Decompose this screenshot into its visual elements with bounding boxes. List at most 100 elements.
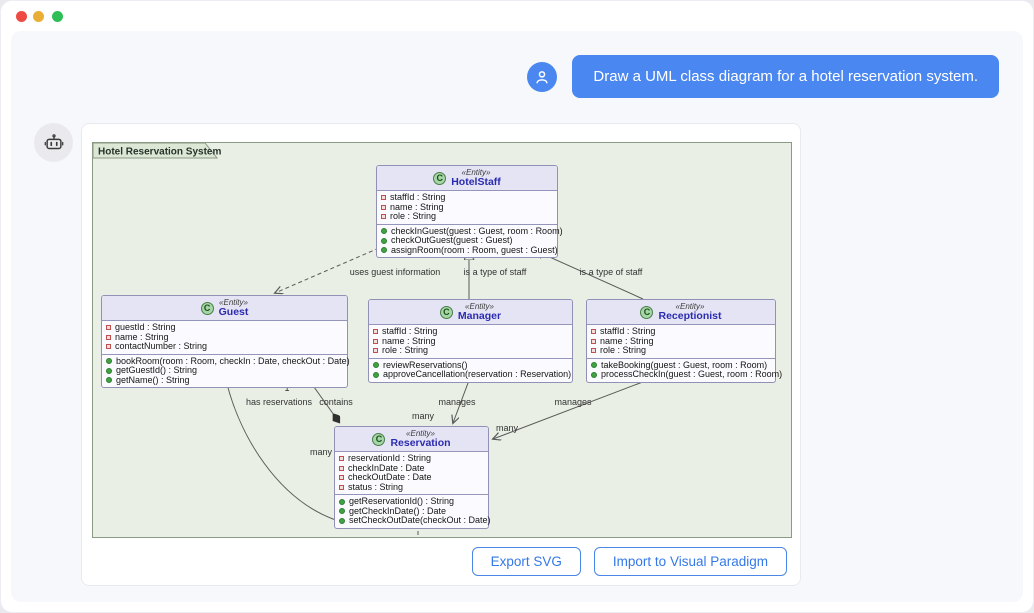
method-row: processCheckIn(guest : Guest, room : Roo… xyxy=(591,369,782,380)
method-row: reviewReservations() xyxy=(373,360,568,371)
class-stereotype: «Entity» xyxy=(675,302,705,311)
attribute-row: name : String xyxy=(106,332,343,343)
class-name: Manager xyxy=(457,310,502,322)
multiplicity-label: 1 xyxy=(284,383,289,393)
close-button[interactable] xyxy=(16,11,27,22)
method-row: checkInGuest(guest : Guest, room : Room) xyxy=(381,226,563,237)
class-header: C «Entity» Receptionist xyxy=(587,300,775,325)
private-attribute-icon xyxy=(106,344,111,350)
attribute-row: name : String xyxy=(381,202,553,213)
attribute-row: role : String xyxy=(373,345,568,356)
attribute-row: staffId : String xyxy=(381,192,553,203)
user-message-bubble: Draw a UML class diagram for a hotel res… xyxy=(572,55,999,98)
diagram-actions: Export SVG Import to Visual Paradigm xyxy=(471,547,787,576)
class-header: C «Entity» HotelStaff xyxy=(377,166,557,191)
class-icon: C xyxy=(433,171,447,185)
class-name: HotelStaff xyxy=(451,176,501,188)
private-attribute-icon xyxy=(591,338,596,344)
user-message-row: Draw a UML class diagram for a hotel res… xyxy=(527,55,999,98)
private-attribute-icon xyxy=(591,348,596,354)
edge-association-manages-receptionist xyxy=(493,374,662,439)
private-attribute-icon xyxy=(373,338,378,344)
class-reservation: C «Entity» Reservation reservationId : S… xyxy=(334,426,491,529)
edge-association-manages-manager xyxy=(453,374,472,423)
class-icon: C xyxy=(439,305,453,319)
multiplicity-label: many xyxy=(310,447,333,457)
class-header: C «Entity» Reservation xyxy=(335,427,488,452)
method-row: setCheckOutDate(checkOut : Date) xyxy=(339,515,491,526)
multiplicity-label: many xyxy=(496,423,519,433)
class-name: Reservation xyxy=(390,437,451,449)
multiplicity-label: many xyxy=(412,411,435,421)
class-stereotype: «Entity» xyxy=(219,298,248,307)
user-icon xyxy=(536,70,549,83)
class-name: Guest xyxy=(218,306,249,318)
class-guest: C «Entity» Guest guestId : String name :… xyxy=(101,295,350,388)
private-attribute-icon xyxy=(381,204,386,210)
method-row: assignRoom(room : Room, guest : Guest) xyxy=(381,245,558,256)
public-method-icon xyxy=(339,517,345,524)
method-row: getGuestId() : String xyxy=(106,365,343,376)
export-svg-button[interactable]: Export SVG xyxy=(471,547,581,576)
class-name: Receptionist xyxy=(658,310,722,322)
public-method-icon xyxy=(373,362,379,369)
edge-dependency-uses-guest-information xyxy=(275,247,380,293)
frame-title-tab xyxy=(93,143,219,159)
main-content: Draw a UML class diagram for a hotel res… xyxy=(11,31,1023,602)
robot-icon xyxy=(44,133,63,149)
attribute-row: role : String xyxy=(591,345,771,356)
attribute-row: contactNumber : String xyxy=(106,341,343,352)
public-method-icon xyxy=(591,371,597,378)
class-icon: C xyxy=(640,305,654,319)
private-attribute-icon xyxy=(106,334,111,340)
edge-generalization-receptionist xyxy=(534,250,644,300)
edge-label: is a type of staff xyxy=(464,267,527,277)
class-manager: C «Entity» Manager staffId : String name… xyxy=(368,299,573,383)
public-method-icon xyxy=(381,237,387,244)
diagram-panel: Hotel Reservation System xyxy=(81,123,801,586)
private-attribute-icon xyxy=(106,325,111,331)
attribute-row: name : String xyxy=(591,336,771,347)
private-attribute-icon xyxy=(339,465,344,471)
public-method-icon xyxy=(373,371,379,378)
edge-label: is a type of staff xyxy=(580,267,643,277)
class-stereotype: «Entity» xyxy=(461,168,491,177)
public-method-icon xyxy=(106,358,112,365)
class-icon: C xyxy=(200,301,214,315)
attribute-row: status : String xyxy=(339,482,484,493)
private-attribute-icon xyxy=(339,456,344,462)
private-attribute-icon xyxy=(339,484,344,490)
edge-label: has reservations xyxy=(246,397,313,407)
maximize-button[interactable] xyxy=(52,11,63,22)
method-row: approveCancellation(reservation : Reserv… xyxy=(373,369,571,380)
public-method-icon xyxy=(381,247,387,254)
minimize-button[interactable] xyxy=(33,11,44,22)
attribute-row: staffId : String xyxy=(373,326,568,337)
edge-label: contains xyxy=(319,397,353,407)
public-method-icon xyxy=(381,228,387,235)
public-method-icon xyxy=(106,377,112,384)
import-visual-paradigm-button[interactable]: Import to Visual Paradigm xyxy=(593,547,787,576)
private-attribute-icon xyxy=(339,475,344,481)
class-hotelstaff: C «Entity» HotelStaff staffId : String n… xyxy=(376,165,563,258)
private-attribute-icon xyxy=(373,329,378,335)
public-method-icon xyxy=(591,362,597,369)
method-row: bookRoom(room : Room, checkIn : Date, ch… xyxy=(106,356,350,367)
class-header: C «Entity» Manager xyxy=(369,300,572,325)
user-avatar xyxy=(527,61,558,92)
private-attribute-icon xyxy=(373,348,378,354)
frame-title: Hotel Reservation System xyxy=(98,147,221,158)
method-row: getName() : String xyxy=(106,375,343,386)
class-stereotype: «Entity» xyxy=(406,429,435,438)
attribute-row: name : String xyxy=(373,336,568,347)
class-stereotype: «Entity» xyxy=(465,302,494,311)
public-method-icon xyxy=(339,508,345,515)
edge-label: uses guest information xyxy=(350,267,441,277)
private-attribute-icon xyxy=(591,329,596,335)
class-receptionist: C «Entity» Receptionist staffId : String… xyxy=(586,299,782,383)
method-row: takeBooking(guest : Guest, room : Room) xyxy=(591,360,771,371)
attribute-row: role : String xyxy=(381,211,553,222)
window-titlebar xyxy=(1,1,1033,31)
uml-frame: Hotel Reservation System xyxy=(92,142,792,538)
